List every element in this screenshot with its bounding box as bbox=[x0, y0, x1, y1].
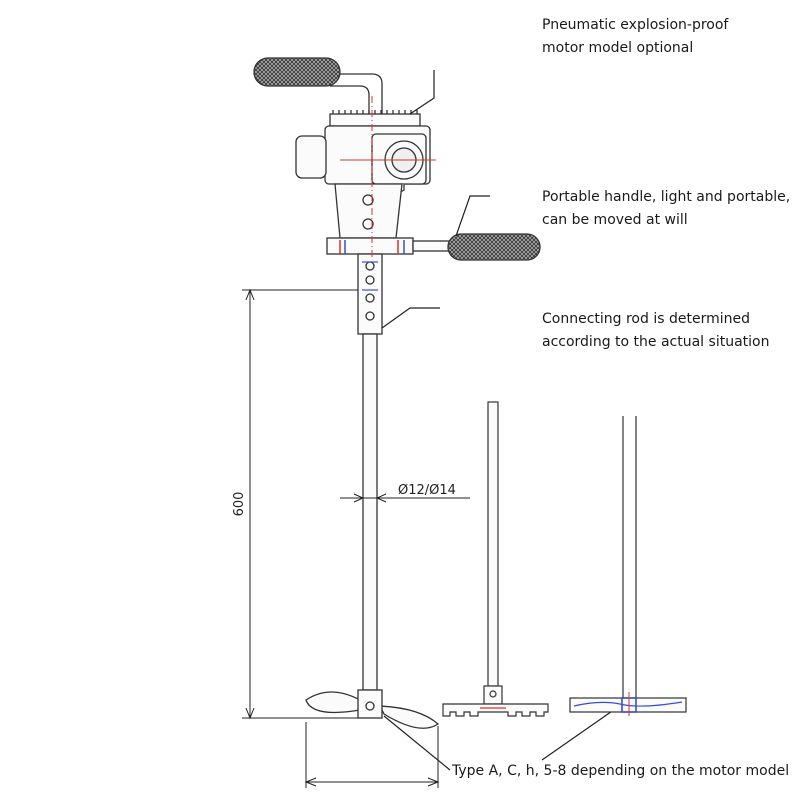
main-shaft bbox=[362, 333, 378, 691]
coupling bbox=[357, 253, 383, 335]
handle-annotation-line-2: can be moved at will bbox=[542, 212, 688, 228]
motor-annotation-line-1: Pneumatic explosion-proof bbox=[542, 17, 729, 33]
motor-body bbox=[295, 110, 431, 239]
flat-blade-impeller bbox=[569, 416, 687, 716]
motor-side-port bbox=[295, 135, 327, 179]
motor-leader bbox=[409, 70, 435, 115]
length-arrow-top bbox=[245, 288, 255, 301]
rod-annotation-line-2: according to the actual situation bbox=[542, 334, 770, 350]
handle-crank-arm-inner bbox=[330, 85, 370, 116]
handle-annotation: Portable handle, light and portable, can… bbox=[542, 186, 790, 232]
handle-crank-arm bbox=[330, 73, 383, 116]
impeller-leader-a bbox=[383, 715, 451, 771]
centerline-marks bbox=[339, 96, 436, 291]
length-dimension-label: 600 bbox=[232, 492, 247, 517]
span-arrow-left bbox=[304, 777, 317, 787]
top-handle-grip bbox=[253, 57, 341, 87]
diameter-arrow-left bbox=[353, 493, 365, 503]
coupling-hole-1 bbox=[365, 261, 375, 271]
diameter-arrow-right bbox=[375, 493, 387, 503]
handle-annotation-line-1: Portable handle, light and portable, bbox=[542, 189, 791, 205]
diameter-dimension-label: Ø12/Ø14 bbox=[398, 483, 456, 498]
top-handle bbox=[253, 57, 383, 116]
coupling-hole-4 bbox=[365, 311, 375, 321]
impeller-types-annotation: Type A, C, h, 5-8 depending on the motor… bbox=[452, 760, 789, 783]
side-handle bbox=[412, 233, 541, 261]
motor-top-ring bbox=[329, 113, 421, 127]
motor-annotation-line-2: motor model optional bbox=[542, 40, 694, 56]
impeller-span-dimension bbox=[304, 722, 440, 788]
rod-leader bbox=[381, 307, 440, 329]
coupling-hole-2 bbox=[365, 275, 375, 285]
propeller-impeller bbox=[305, 689, 440, 729]
length-arrow-bottom bbox=[245, 707, 255, 720]
diameter-dimension bbox=[340, 493, 470, 503]
gearbox-bolt-bottom bbox=[362, 218, 374, 230]
serrated-impeller-shaft bbox=[487, 401, 499, 687]
serrated-impeller-bolt bbox=[489, 690, 497, 698]
rod-annotation: Connecting rod is determined according t… bbox=[542, 308, 769, 354]
serrated-disc bbox=[442, 703, 549, 717]
side-handle-grip bbox=[447, 233, 541, 261]
coupling-hole-3 bbox=[365, 293, 375, 303]
propeller-blade-right bbox=[378, 705, 440, 729]
propeller-blade-left bbox=[305, 691, 361, 714]
motor-top-ribs bbox=[332, 110, 418, 114]
propeller-hub-bolt bbox=[365, 701, 375, 711]
span-arrow-right bbox=[427, 777, 440, 787]
motor-annotation: Pneumatic explosion-proof motor model op… bbox=[542, 14, 728, 60]
serrated-disc-impeller bbox=[442, 401, 549, 717]
length-dimension bbox=[242, 288, 358, 720]
flat-blade-sketch bbox=[573, 701, 683, 707]
gearbox-bolt-top bbox=[362, 194, 374, 206]
rod-annotation-line-1: Connecting rod is determined bbox=[542, 311, 750, 327]
handle-leader bbox=[455, 195, 490, 237]
gearbox bbox=[334, 183, 403, 239]
impeller-types-text: Type A, C, h, 5-8 depending on the motor… bbox=[452, 763, 790, 779]
